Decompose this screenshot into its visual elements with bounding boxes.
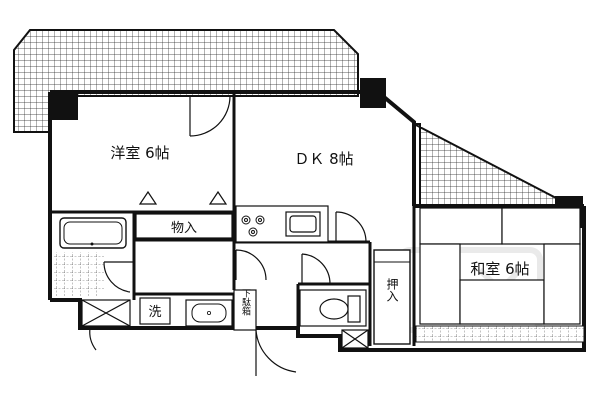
top-balcony	[13, 29, 359, 133]
dk-door	[335, 211, 367, 243]
closet-box	[373, 249, 411, 345]
shoe-box	[233, 289, 257, 331]
lower-left-cabinet	[81, 299, 131, 327]
toilet-bowl	[319, 298, 349, 320]
tatami-sill	[415, 325, 585, 343]
vent-triangles	[138, 190, 228, 205]
japanese-room-label: 和室 6帖	[470, 260, 529, 278]
toilet-tank	[347, 295, 361, 323]
hall-door-2	[301, 253, 331, 285]
hall-door-1	[235, 249, 267, 281]
bath-floor	[54, 252, 104, 296]
washbasin-drain	[206, 310, 211, 315]
entrance-door	[255, 329, 297, 376]
outer-walls	[48, 90, 586, 352]
bath-drain	[90, 242, 94, 246]
right-balcony	[413, 123, 557, 207]
entry-door-left	[89, 327, 120, 351]
stove-burners	[241, 215, 265, 237]
interior-walls	[50, 92, 416, 346]
tatami-mats	[419, 207, 581, 325]
washer-box	[139, 297, 171, 325]
bath-door	[103, 261, 134, 293]
western-room-door	[189, 95, 231, 137]
storage-label: 物入	[171, 221, 197, 236]
shoe-box-label: 下駄箱	[240, 289, 251, 317]
dk-label: ＤＫ 8帖	[294, 150, 353, 168]
washer-label: 洗	[148, 305, 161, 320]
kitchen-counter	[235, 205, 329, 243]
closet-label: 押入	[385, 278, 399, 302]
washbasin-bowl	[191, 303, 227, 323]
small-cabinet	[341, 329, 369, 349]
storage-box	[135, 213, 233, 239]
western-room-label: 洋室 6帖	[110, 144, 169, 162]
bathtub	[59, 217, 127, 249]
